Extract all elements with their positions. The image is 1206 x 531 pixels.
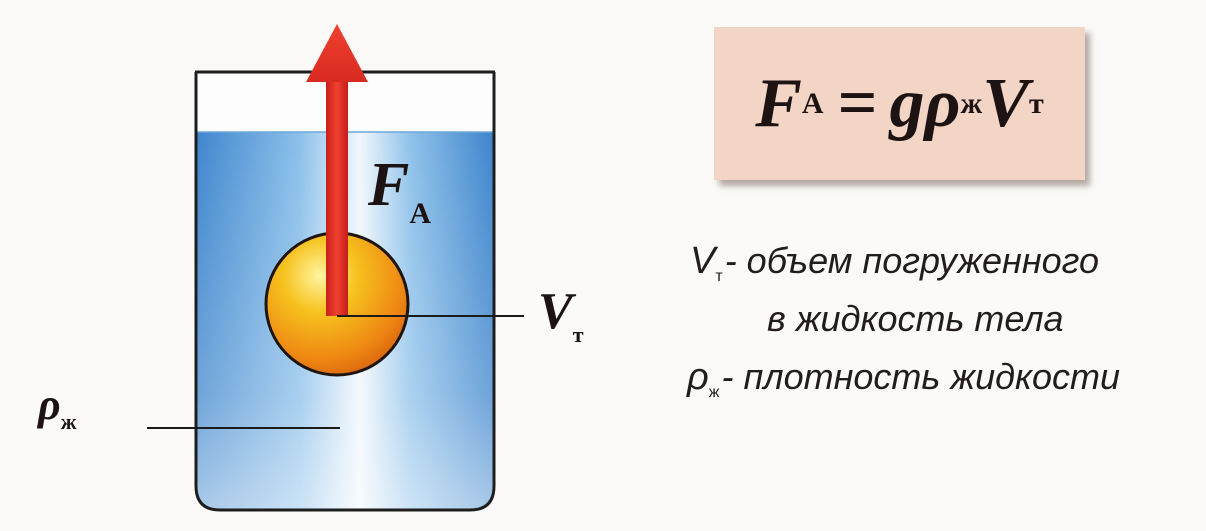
volume-label-symbol: V [538,283,573,340]
glass-vessel [194,72,496,512]
legend-volume-symbol: V [690,240,716,282]
force-label-symbol: F [368,151,410,219]
legend-volume-text-cont: в жидкость тела [767,298,1064,339]
volume-label-sub: т [572,322,584,347]
formula-v: V [982,64,1030,142]
legend-volume-text: - объем погруженного [724,240,1100,281]
formula-equals: = [837,64,878,142]
force-arrow-shaft [326,78,348,316]
density-label: ρж [38,383,77,444]
force-arrow-head [306,24,368,82]
formula-f-sub: А [801,86,824,120]
density-label-symbol: ρ [38,380,61,429]
formula-f: F [755,64,802,142]
legend-line-density: ρж- плотность жидкости [687,356,1120,402]
force-label: FА [368,154,431,245]
force-label-sub: А [409,197,432,230]
formula-rho: ρ [924,64,961,142]
legend-density-sub: ж [708,384,720,401]
legend-line-volume-cont: в жидкость тела [767,298,1064,340]
formula-rho-sub: ж [960,86,983,120]
density-label-sub: ж [60,409,77,434]
legend-density-symbol: ρ [687,356,709,398]
formula-g: g [889,64,925,142]
legend-line-volume: Vт- объем погруженного [690,240,1099,286]
volume-label: Vт [538,286,584,361]
legend-density-text: - плотность жидкости [721,356,1121,397]
legend-volume-sub: т [715,268,723,285]
formula-v-sub: т [1029,86,1044,120]
